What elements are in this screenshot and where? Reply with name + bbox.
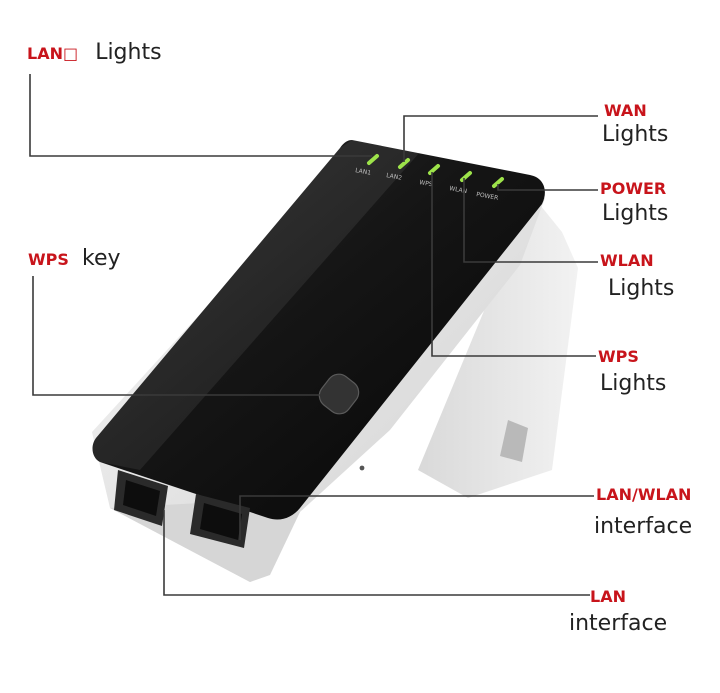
lan-wlan-port xyxy=(190,494,250,548)
callout-wan-lights-key: WAN xyxy=(604,101,647,120)
led-indicators xyxy=(367,154,504,188)
leader-lan-interface xyxy=(163,510,590,596)
callout-wlan-lights-text: Lights xyxy=(608,276,675,301)
led-lan2 xyxy=(398,158,410,169)
callout-wps-key-text: key xyxy=(82,246,121,271)
leader-power-lights xyxy=(497,184,598,191)
leader-lan-wlan-interface xyxy=(239,495,594,540)
led-label-wps: WPS xyxy=(419,179,434,188)
leader-wps-key xyxy=(32,276,320,396)
callout-lan-lights: LAN□ Lights xyxy=(27,40,162,65)
leader-lines xyxy=(29,74,598,596)
callout-wps-key: WPS key xyxy=(28,246,121,271)
callout-lan-interface-key: LAN xyxy=(590,587,626,606)
callout-power-lights-key: POWER xyxy=(600,179,667,198)
callout-lan-wlan-interface-text: interface xyxy=(594,514,693,539)
led-power xyxy=(492,177,504,188)
callout-lan-wlan-interface-key: LAN/WLAN xyxy=(596,485,692,504)
led-lan1 xyxy=(367,154,379,165)
callout-wps-lights-text: Lights xyxy=(600,371,667,396)
led-label-lan2: LAN2 xyxy=(386,172,403,182)
top-panel-reflection xyxy=(92,140,420,470)
led-label-power: POWER xyxy=(476,191,499,202)
leader-wlan-lights xyxy=(463,178,598,263)
leader-lan-lights xyxy=(29,74,372,157)
callout-power-lights-text: Lights xyxy=(602,201,669,226)
leader-wps-lights xyxy=(431,172,596,357)
callout-wan-lights-text: Lights xyxy=(602,122,669,147)
leader-wan-lights xyxy=(403,115,598,162)
callout-lan-lights-key: LAN□ xyxy=(27,44,79,63)
callout-lan-lights-text: Lights xyxy=(95,40,162,65)
led-label-wlan: WLAN xyxy=(449,185,468,195)
led-label-lan1: LAN1 xyxy=(355,167,372,177)
callout-wps-key-key: WPS xyxy=(28,250,69,269)
callout-wps-lights-key: WPS xyxy=(598,347,639,366)
callout-lan-interface-text: interface xyxy=(569,611,668,636)
reset-pinhole xyxy=(359,465,365,471)
wps-button[interactable] xyxy=(315,369,364,418)
power-plug-housing xyxy=(418,195,578,498)
callout-wlan-lights-key: WLAN xyxy=(600,251,654,270)
led-labels: LAN1 LAN2 WPS WLAN POWER xyxy=(355,167,499,202)
lan-port xyxy=(114,470,168,526)
led-wps xyxy=(428,164,440,175)
plug-prong xyxy=(500,420,528,462)
